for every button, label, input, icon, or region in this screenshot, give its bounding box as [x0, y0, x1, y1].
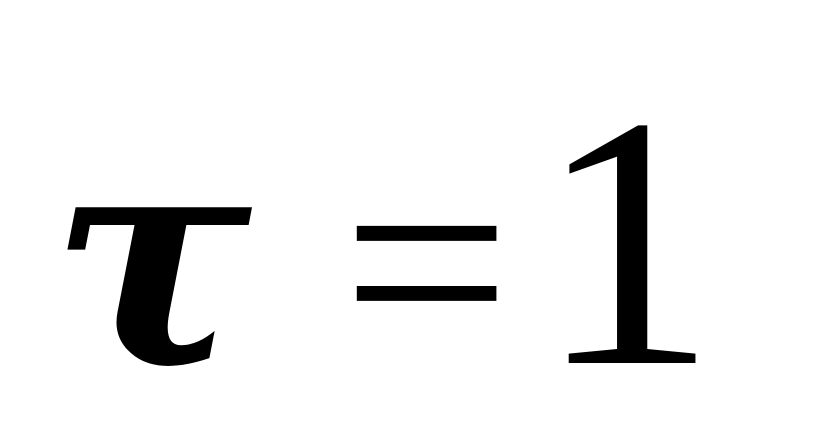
equation-symbol: τ — [50, 81, 252, 434]
equation: τ = 1 — [50, 62, 717, 422]
equation-operator: = — [341, 96, 512, 428]
equation-value: 1 — [537, 42, 718, 441]
